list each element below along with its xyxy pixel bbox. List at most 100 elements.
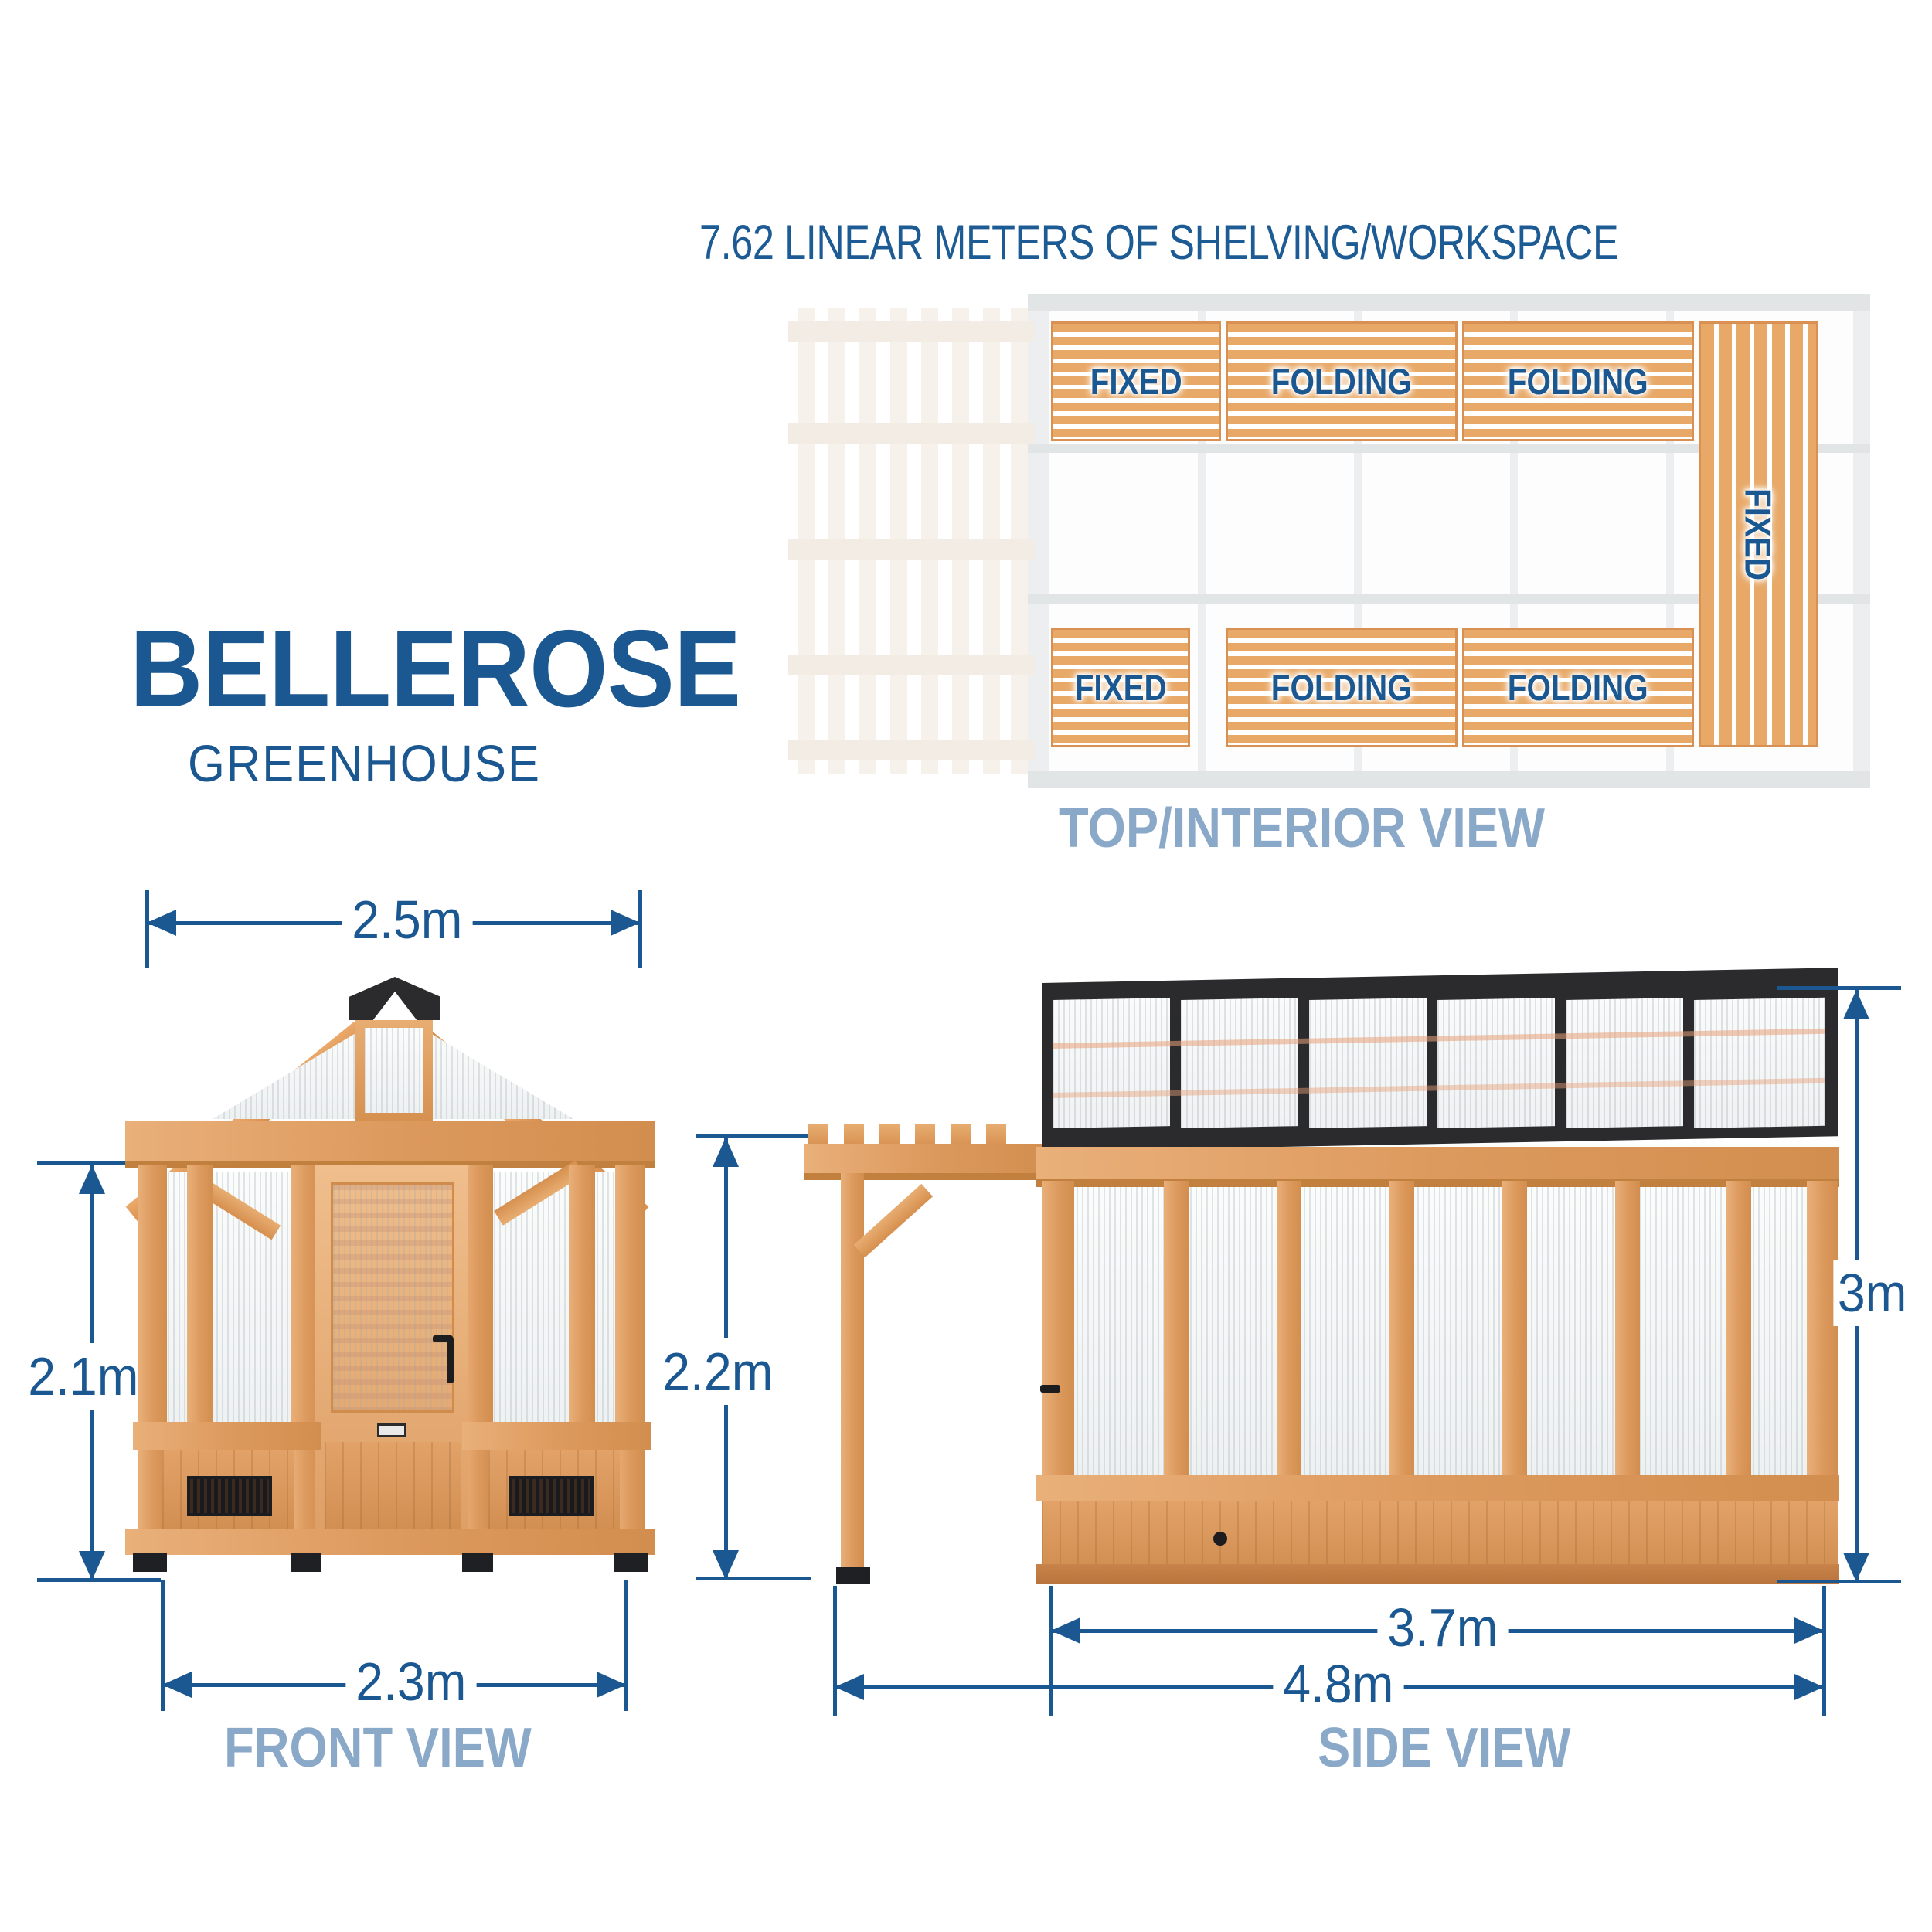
side-header-beam-shadow: [1036, 1179, 1839, 1187]
bench-right-fixed[interactable]: FIXED: [1699, 321, 1818, 747]
side-post: [1726, 1181, 1751, 1481]
dim-tick: [833, 1586, 837, 1716]
dim-arrow-up: [713, 1138, 739, 1167]
roof-rib: [1028, 771, 1870, 788]
dim-arrow-right: [1794, 1674, 1824, 1700]
dim-tick: [1777, 986, 1901, 990]
brand-product: GREENHOUSE: [188, 735, 541, 793]
side-post: [1277, 1181, 1301, 1481]
dim-arrow-right: [1794, 1617, 1824, 1644]
bench-bottom-2[interactable]: FOLDING: [1226, 628, 1458, 747]
dim-arrow-left: [147, 910, 176, 936]
post-right-outer: [615, 1165, 645, 1529]
top-view-label: TOP/INTERIOR VIEW: [1059, 798, 1545, 859]
bench-label: FIXED: [1090, 361, 1182, 402]
dim-arrow-left: [835, 1674, 864, 1700]
foot-right: [614, 1553, 648, 1572]
roof-rib: [1028, 294, 1870, 311]
gable-panel-right: [419, 1026, 573, 1119]
side-post: [1807, 1181, 1838, 1481]
door-handle-icon[interactable]: [447, 1337, 454, 1383]
bench-label: FOLDING: [1271, 361, 1412, 402]
front-panel-left: [162, 1172, 294, 1436]
pergola-rafter-tail: [986, 1124, 1006, 1147]
door-handle-lever[interactable]: [433, 1335, 453, 1342]
vent-left[interactable]: [187, 1476, 272, 1516]
pergola-rafter-tail: [879, 1124, 900, 1147]
roof-pane: [1206, 451, 1354, 595]
clerestory-pane: [1566, 998, 1683, 1128]
door-lower-panel: [325, 1442, 461, 1529]
side-post: [1164, 1181, 1189, 1481]
bench-label: FOLDING: [1508, 667, 1648, 708]
clerestory-pane: [1694, 997, 1825, 1128]
pergola-beam: [788, 740, 1034, 760]
dim-arrow-down: [79, 1551, 105, 1580]
side-view-drawing: [1036, 968, 1839, 1584]
side-hose-bib-icon: [1213, 1532, 1227, 1546]
pergola-rafter-tail: [951, 1124, 971, 1147]
pergola-rafter-tail: [915, 1124, 935, 1147]
roof-rib: [1028, 594, 1870, 604]
side-lower-siding: [1042, 1501, 1838, 1567]
pergola-beam: [788, 321, 1034, 342]
top-interior-view: FIXED FOLDING FOLDING FIXED FOLDING FOLD…: [788, 294, 1870, 788]
roof-rib: [1028, 444, 1870, 453]
dim-tick: [638, 890, 642, 968]
eave-beam-shadow: [125, 1161, 655, 1168]
clerestory-pane: [1053, 998, 1170, 1128]
bench-label: FOLDING: [1271, 667, 1412, 708]
side-post: [1042, 1181, 1074, 1481]
dim-value-4-8m: 4.8m: [1273, 1657, 1404, 1711]
dim-tick: [161, 1580, 165, 1711]
clerestory-pane: [1309, 998, 1427, 1128]
clerestory-pane: [1181, 998, 1298, 1128]
brand-name: BELLEROSE: [130, 607, 741, 730]
bench-bottom-3[interactable]: FOLDING: [1462, 628, 1694, 747]
pergola-beam: [788, 423, 1034, 444]
pergola-post-foot: [836, 1567, 870, 1584]
dim-tick: [1049, 1586, 1053, 1716]
gable-window-pane: [365, 1028, 423, 1113]
bench-top-2[interactable]: FOLDING: [1226, 321, 1458, 441]
dim-value-2-5m: 2.5m: [342, 893, 473, 947]
shelving-workspace-note: 7.62 LINEAR METERS OF SHELVING/WORKSPACE: [699, 216, 1619, 270]
pergola-top-view: [788, 308, 1034, 774]
dim-tick: [1777, 1580, 1901, 1583]
side-door-latch-icon[interactable]: [1040, 1385, 1060, 1393]
dim-value-2-3m: 2.3m: [345, 1655, 477, 1709]
roof-pane: [1518, 451, 1666, 595]
dim-arrow-left: [162, 1672, 192, 1698]
dim-value-2-2m: 2.2m: [658, 1338, 777, 1405]
bench-bottom-1[interactable]: FIXED: [1051, 628, 1190, 747]
eave-beam: [125, 1121, 655, 1161]
door-window[interactable]: [331, 1182, 454, 1413]
foot-left: [133, 1553, 167, 1572]
bench-label: FIXED: [1737, 488, 1779, 581]
roof-pane: [1049, 451, 1198, 595]
dim-arrow-down: [1843, 1553, 1869, 1582]
dim-tick: [696, 1577, 811, 1580]
door-plate-icon: [377, 1423, 406, 1437]
front-view-drawing: [125, 972, 655, 1583]
side-header-beam: [1036, 1147, 1839, 1179]
bench-label: FOLDING: [1508, 361, 1648, 402]
front-view-label: FRONT VIEW: [224, 1717, 532, 1779]
side-base-sill: [1036, 1564, 1839, 1584]
side-post: [1615, 1181, 1640, 1481]
dim-value-3-7m: 3.7m: [1377, 1600, 1509, 1655]
pergola-beam-shadow: [804, 1173, 1051, 1180]
pergola-beam: [804, 1144, 1051, 1173]
side-post: [1502, 1181, 1527, 1481]
dim-tick: [624, 1580, 628, 1711]
vent-right[interactable]: [509, 1476, 594, 1516]
pergola-side-elevation: [773, 1121, 1051, 1584]
bench-top-3[interactable]: FOLDING: [1462, 321, 1694, 441]
dim-tick: [696, 1134, 811, 1138]
dim-arrow-down: [713, 1550, 739, 1580]
pergola-rafter-tail: [844, 1124, 864, 1147]
roof-pane: [1362, 451, 1510, 595]
dim-tick: [1822, 1586, 1826, 1716]
bench-top-1[interactable]: FIXED: [1051, 321, 1221, 441]
side-mid-rail: [1036, 1475, 1839, 1501]
